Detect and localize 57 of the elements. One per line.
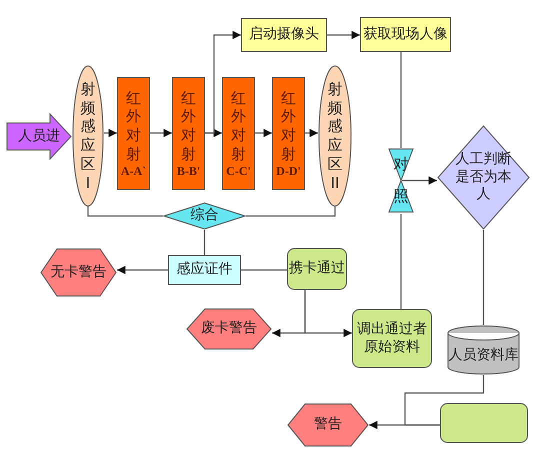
node-label: 红外对射 — [180, 88, 196, 164]
node-label: 警告 — [314, 416, 342, 434]
process-box — [287, 248, 347, 290]
sensor-box — [222, 77, 255, 190]
node-label: 红外对射 — [230, 88, 246, 164]
arrow-shape — [6, 113, 72, 160]
arrow — [305, 128, 318, 138]
node-label: 红外对射 — [126, 88, 142, 164]
node-label: 感应证件 — [176, 261, 232, 279]
arrow — [205, 30, 241, 134]
connector-line — [241, 269, 287, 271]
node-label: B-B' — [176, 164, 200, 178]
warning-hexagon — [40, 248, 117, 297]
connector-line — [482, 230, 484, 325]
connector-line — [204, 230, 206, 255]
process-box — [241, 18, 327, 52]
sensor-box — [272, 77, 305, 190]
node-label: 启动摄像头 — [249, 26, 319, 44]
node-label: 无卡警告 — [50, 264, 106, 282]
process-box — [360, 17, 451, 52]
node-label: A-A` — [120, 164, 146, 178]
node-label: 人员资料库 — [448, 347, 518, 365]
database-cylinder — [447, 325, 520, 375]
connector-line — [400, 52, 402, 148]
arrow — [117, 266, 168, 274]
arrow — [150, 128, 172, 138]
node-label: C-C' — [226, 164, 251, 178]
node-label: 废卡警告 — [201, 320, 257, 338]
ellipse-node — [318, 65, 352, 207]
node-label: 红外对射 — [280, 88, 296, 164]
node-label: 人员进 — [18, 128, 60, 146]
arrow — [272, 290, 306, 338]
decision-diamond — [437, 125, 530, 230]
arrow — [369, 420, 440, 430]
connector-line — [404, 375, 484, 426]
hourglass-node — [388, 148, 414, 213]
sensor-box — [117, 77, 150, 190]
sensor-box — [172, 77, 205, 190]
warning-hexagon — [186, 308, 272, 350]
arrow — [402, 176, 437, 185]
rounded-box — [440, 403, 528, 443]
node-label: 获取现场人像 — [364, 26, 448, 44]
node-label: 射频感应区I — [80, 80, 96, 192]
node-label: D-D' — [276, 164, 301, 178]
node-label: 射频感应区II — [327, 80, 343, 192]
arrow — [255, 128, 272, 138]
merge-diamond — [163, 202, 246, 230]
node-label: 综合 — [190, 207, 218, 225]
process-box — [168, 255, 241, 285]
ellipse-node — [72, 65, 104, 207]
arrow — [104, 128, 117, 138]
node-label: 携卡通过 — [289, 260, 345, 278]
node-label: 人工判断是否为本人 — [454, 151, 512, 204]
arrow — [327, 30, 360, 40]
node-label: 调出通过者原始资料 — [356, 321, 428, 356]
process-box — [352, 309, 432, 368]
warning-hexagon — [287, 403, 369, 447]
